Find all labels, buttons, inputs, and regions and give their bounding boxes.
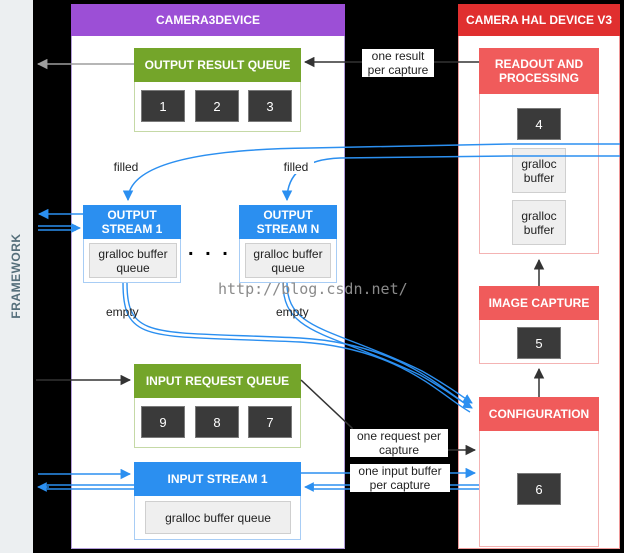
camera3device-title: CAMERA3DEVICE [71, 4, 345, 36]
input-stream-1-title: INPUT STREAM 1 [134, 462, 301, 496]
output-stream-n-buffer-queue: gralloc buffer queue [245, 243, 331, 278]
image-capture-slot: 5 [517, 327, 561, 359]
filled-label-1: filled [108, 160, 144, 174]
one-result-label: one result per capture [362, 49, 434, 77]
input-request-queue-title: INPUT REQUEST QUEUE [134, 364, 301, 398]
input-request-slot: 8 [195, 406, 239, 438]
framework-panel: FRAMEWORK [0, 0, 33, 553]
output-result-slot: 3 [248, 90, 292, 122]
configuration-title: CONFIGURATION [479, 397, 599, 431]
hal-title: CAMERA HAL DEVICE V3 [458, 4, 620, 36]
output-result-slot: 2 [195, 90, 239, 122]
readout-title: READOUT AND PROCESSING [479, 48, 599, 94]
framework-label: FRAMEWORK [9, 233, 23, 319]
one-request-label: one request per capture [350, 429, 448, 457]
image-capture-title: IMAGE CAPTURE [479, 286, 599, 320]
filled-label-n: filled [278, 160, 314, 174]
readout-gralloc-buffer: gralloc buffer [512, 200, 566, 245]
output-stream-n-title: OUTPUT STREAM N [239, 205, 337, 239]
output-stream-1-title: OUTPUT STREAM 1 [83, 205, 181, 239]
readout-slot: 4 [517, 108, 561, 140]
output-result-queue-title: OUTPUT RESULT QUEUE [134, 48, 301, 82]
one-input-buffer-label: one input buffer per capture [350, 464, 450, 492]
ellipsis: . . . [188, 238, 231, 260]
configuration-slot: 6 [517, 473, 561, 505]
empty-label-1: empty [106, 305, 139, 319]
input-stream-1-buffer-queue: gralloc buffer queue [145, 501, 291, 534]
input-request-slot: 9 [141, 406, 185, 438]
output-stream-1-buffer-queue: gralloc buffer queue [89, 243, 177, 278]
readout-gralloc-buffer: gralloc buffer [512, 148, 566, 193]
input-request-slot: 7 [248, 406, 292, 438]
watermark: http://blog.csdn.net/ [218, 280, 408, 298]
output-result-slot: 1 [141, 90, 185, 122]
empty-label-n: empty [276, 305, 309, 319]
